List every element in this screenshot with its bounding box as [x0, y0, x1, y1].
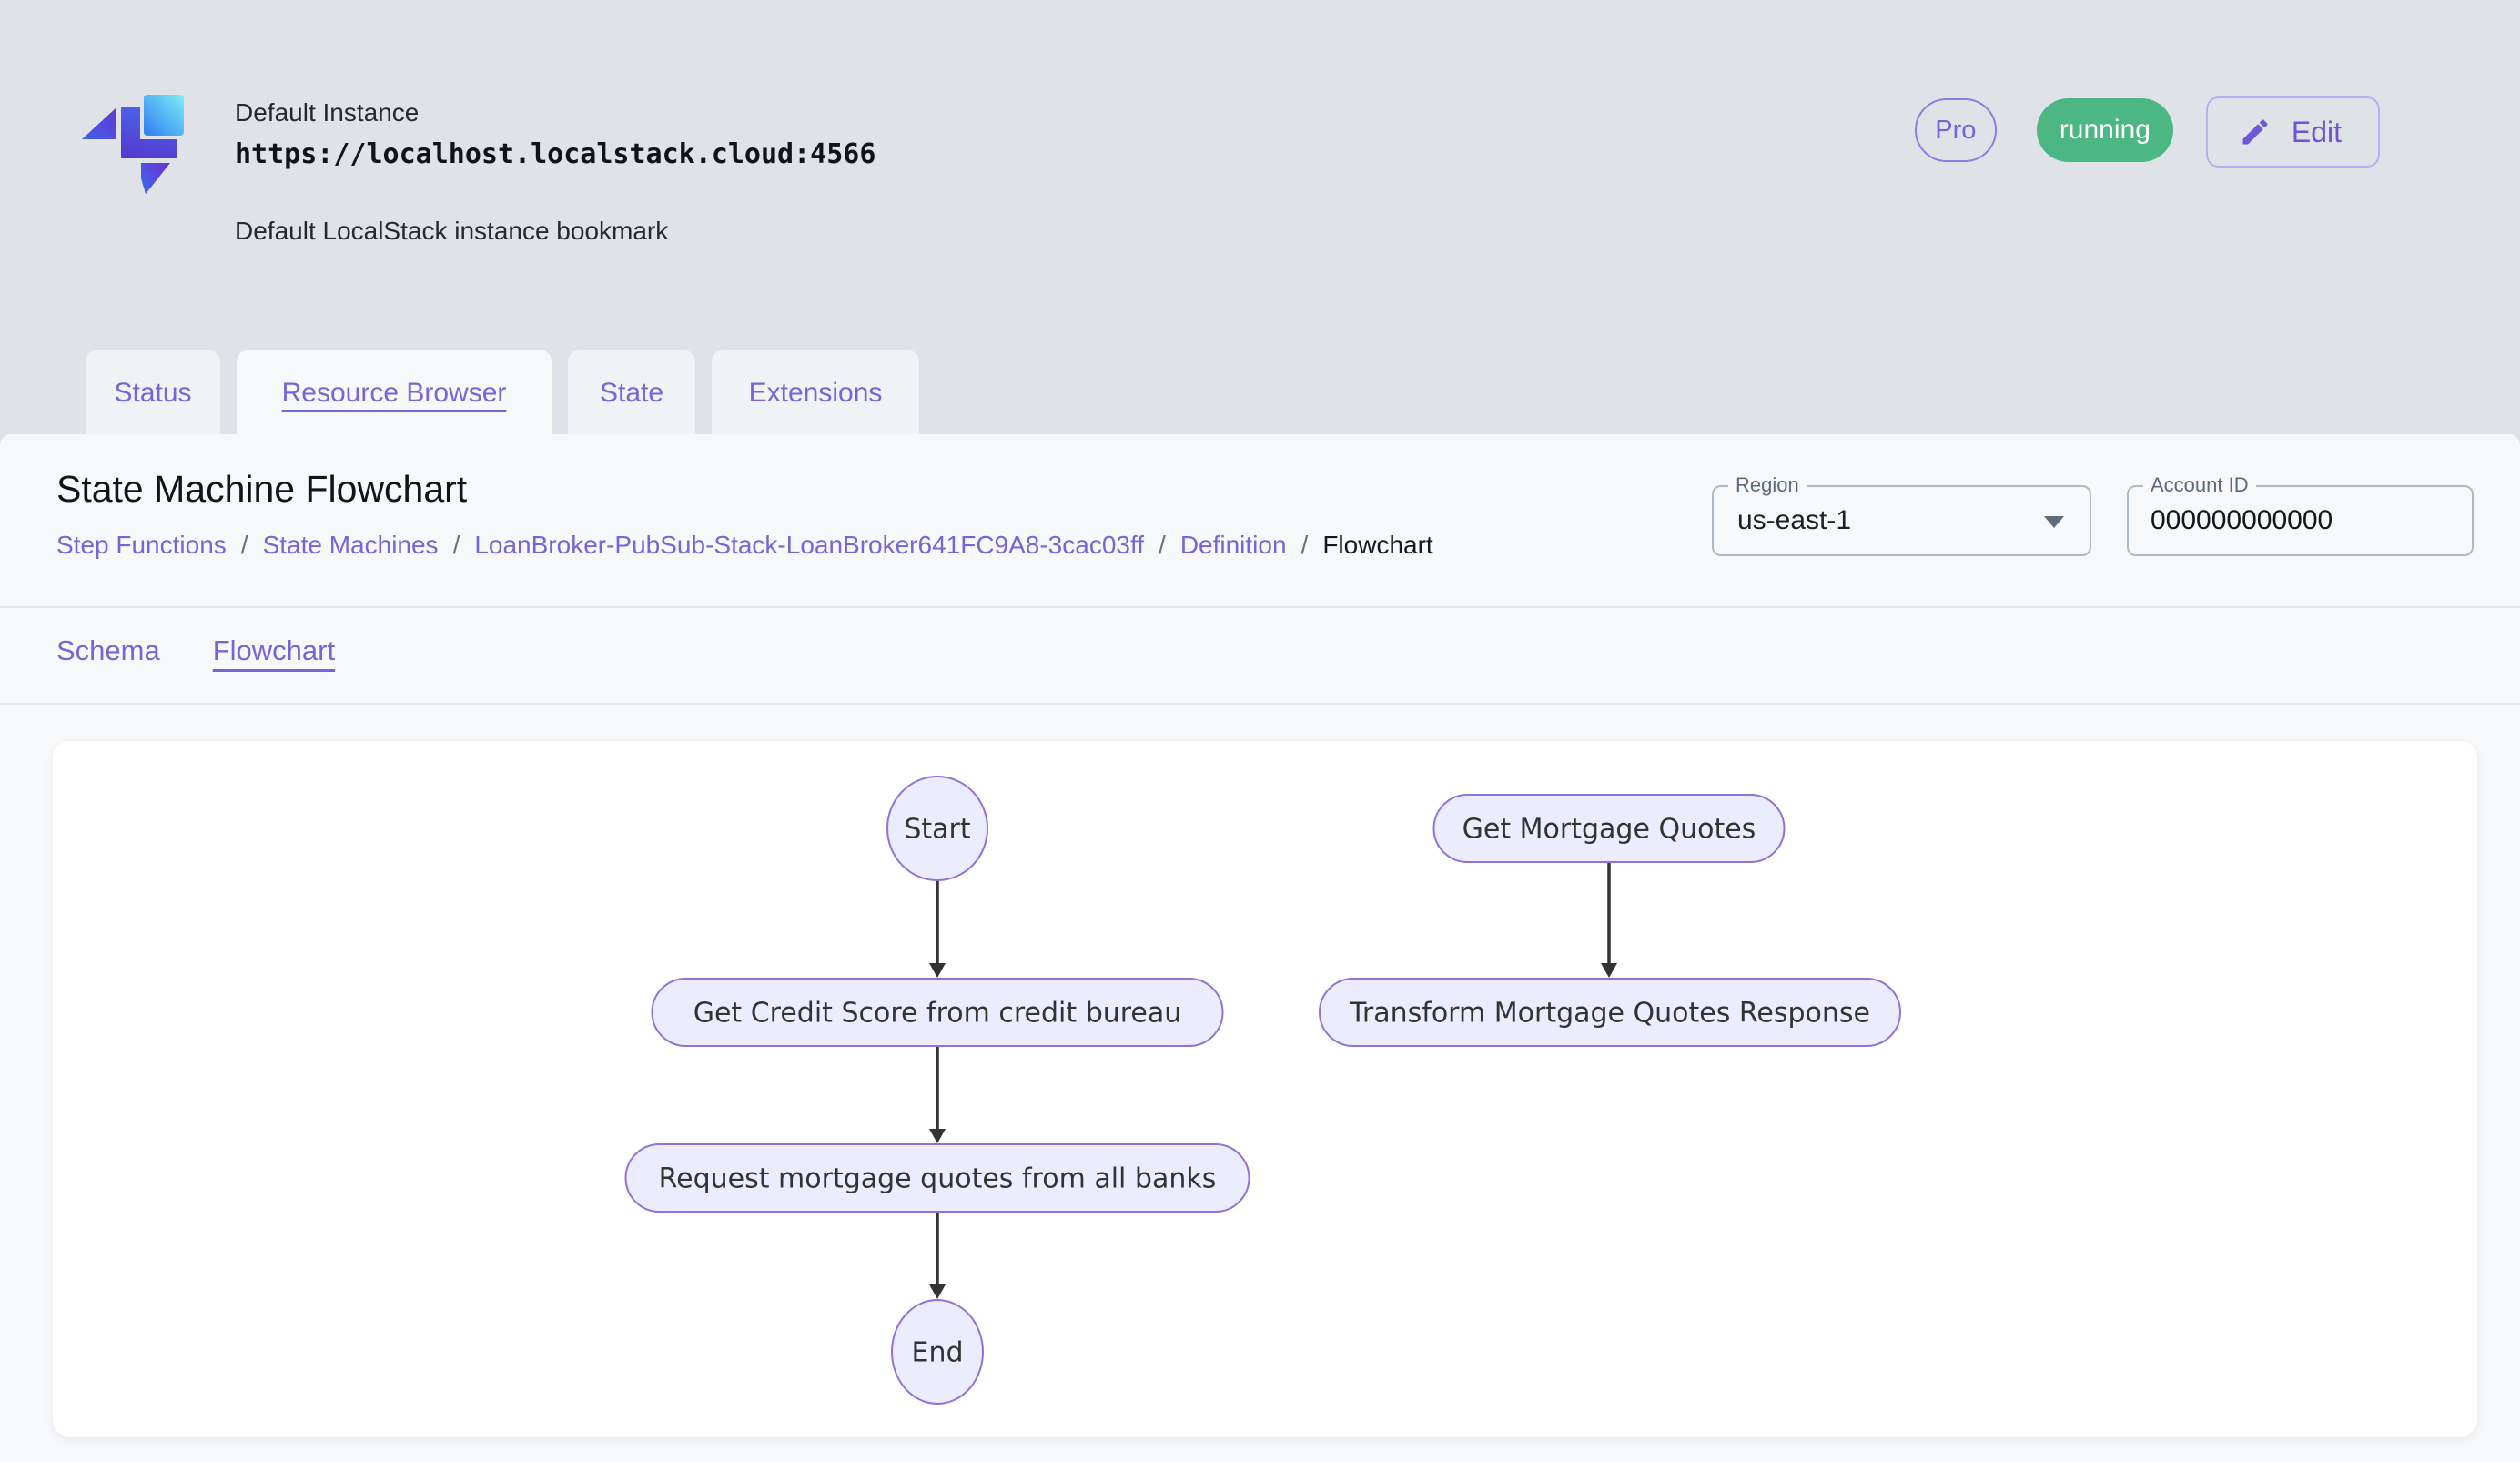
region-label: Region — [1728, 474, 1807, 496]
svg-text:Get Mortgage Quotes: Get Mortgage Quotes — [1462, 814, 1756, 846]
flowchart-node-get-mortgage-quotes: Get Mortgage Quotes — [1432, 794, 1786, 863]
edit-button-label: Edit — [2291, 115, 2342, 148]
tab-status[interactable]: Status — [86, 350, 220, 435]
dropdown-arrow-icon — [2044, 516, 2064, 528]
breadcrumb-separator: / — [240, 531, 248, 559]
flowchart-node-transform-mortgage-quotes-response: Transform Mortgage Quotes Response — [1319, 978, 1901, 1047]
instance-title: Default Instance — [235, 98, 420, 127]
breadcrumb: Step Functions / State Machines / LoanBr… — [56, 531, 1433, 560]
flowchart-arrowhead-icon — [1601, 963, 1617, 978]
breadcrumb-separator: / — [1159, 531, 1166, 559]
subtab-schema[interactable]: Schema — [56, 635, 160, 666]
region-value: us-east-1 — [1737, 505, 1852, 535]
section-divider — [0, 703, 2520, 705]
instance-subtitle: Default LocalStack instance bookmark — [235, 217, 669, 245]
subtab-flowchart[interactable]: Flowchart — [212, 635, 336, 666]
breadcrumb-separator: / — [1300, 531, 1309, 559]
flowchart-node-request-mortgage-quotes: Request mortgage quotes from all banks — [624, 1143, 1250, 1213]
section-divider — [0, 606, 2520, 608]
breadcrumb-state-machines[interactable]: State Machines — [262, 531, 439, 559]
account-id-label: Account ID — [2143, 474, 2256, 496]
pro-badge: Pro — [1914, 98, 1997, 162]
header-actions: Pro running Edit — [1914, 96, 2380, 171]
breadcrumb-step-functions[interactable]: Step Functions — [56, 531, 227, 559]
edit-pencil-icon — [2242, 119, 2268, 145]
instance-url: https://localhost.localstack.cloud:4566 — [235, 138, 876, 170]
tab-resource-browser[interactable]: Resource Browser — [237, 350, 552, 435]
flowchart-arrowhead-icon — [929, 1284, 946, 1299]
svg-text:Get Credit Score from credit b: Get Credit Score from credit bureau — [693, 998, 1182, 1030]
svg-text:Transform Mortgage Quotes Resp: Transform Mortgage Quotes Response — [1349, 998, 1870, 1030]
breadcrumb-state-machine-name[interactable]: LoanBroker-PubSub-Stack-LoanBroker641FC9… — [474, 531, 1145, 559]
instance-info: Default Instance https://localhost.local… — [235, 96, 875, 248]
svg-text:Start: Start — [904, 814, 971, 846]
localstack-logo — [82, 95, 184, 194]
definition-subtabs: Schema Flowchart — [56, 635, 335, 667]
account-id-field: Account ID — [2127, 474, 2474, 556]
svg-text:Request mortgage quotes from a: Request mortgage quotes from all banks — [659, 1163, 1217, 1195]
account-id-input[interactable] — [2129, 487, 2472, 554]
breadcrumb-separator: / — [452, 531, 460, 559]
flowchart-arrowhead-icon — [929, 1129, 946, 1143]
svg-text:End: End — [911, 1337, 963, 1369]
breadcrumb-current: Flowchart — [1322, 531, 1433, 559]
breadcrumb-definition[interactable]: Definition — [1179, 531, 1287, 559]
edit-button[interactable]: Edit — [2205, 96, 2380, 168]
tab-state[interactable]: State — [568, 350, 695, 435]
tab-extensions[interactable]: Extensions — [712, 350, 919, 435]
region-select[interactable]: Region us-east-1 — [1712, 474, 2091, 556]
main-tabs: Status Resource Browser State Extensions — [86, 350, 919, 435]
page-title: State Machine Flowchart — [56, 468, 468, 510]
flowchart-node-start: Start — [886, 776, 988, 881]
flowchart-node-get-credit-score: Get Credit Score from credit bureau — [651, 978, 1224, 1047]
flowchart-node-end: End — [891, 1299, 984, 1405]
status-badge: running — [2036, 98, 2173, 162]
flowchart-arrowhead-icon — [929, 963, 946, 978]
